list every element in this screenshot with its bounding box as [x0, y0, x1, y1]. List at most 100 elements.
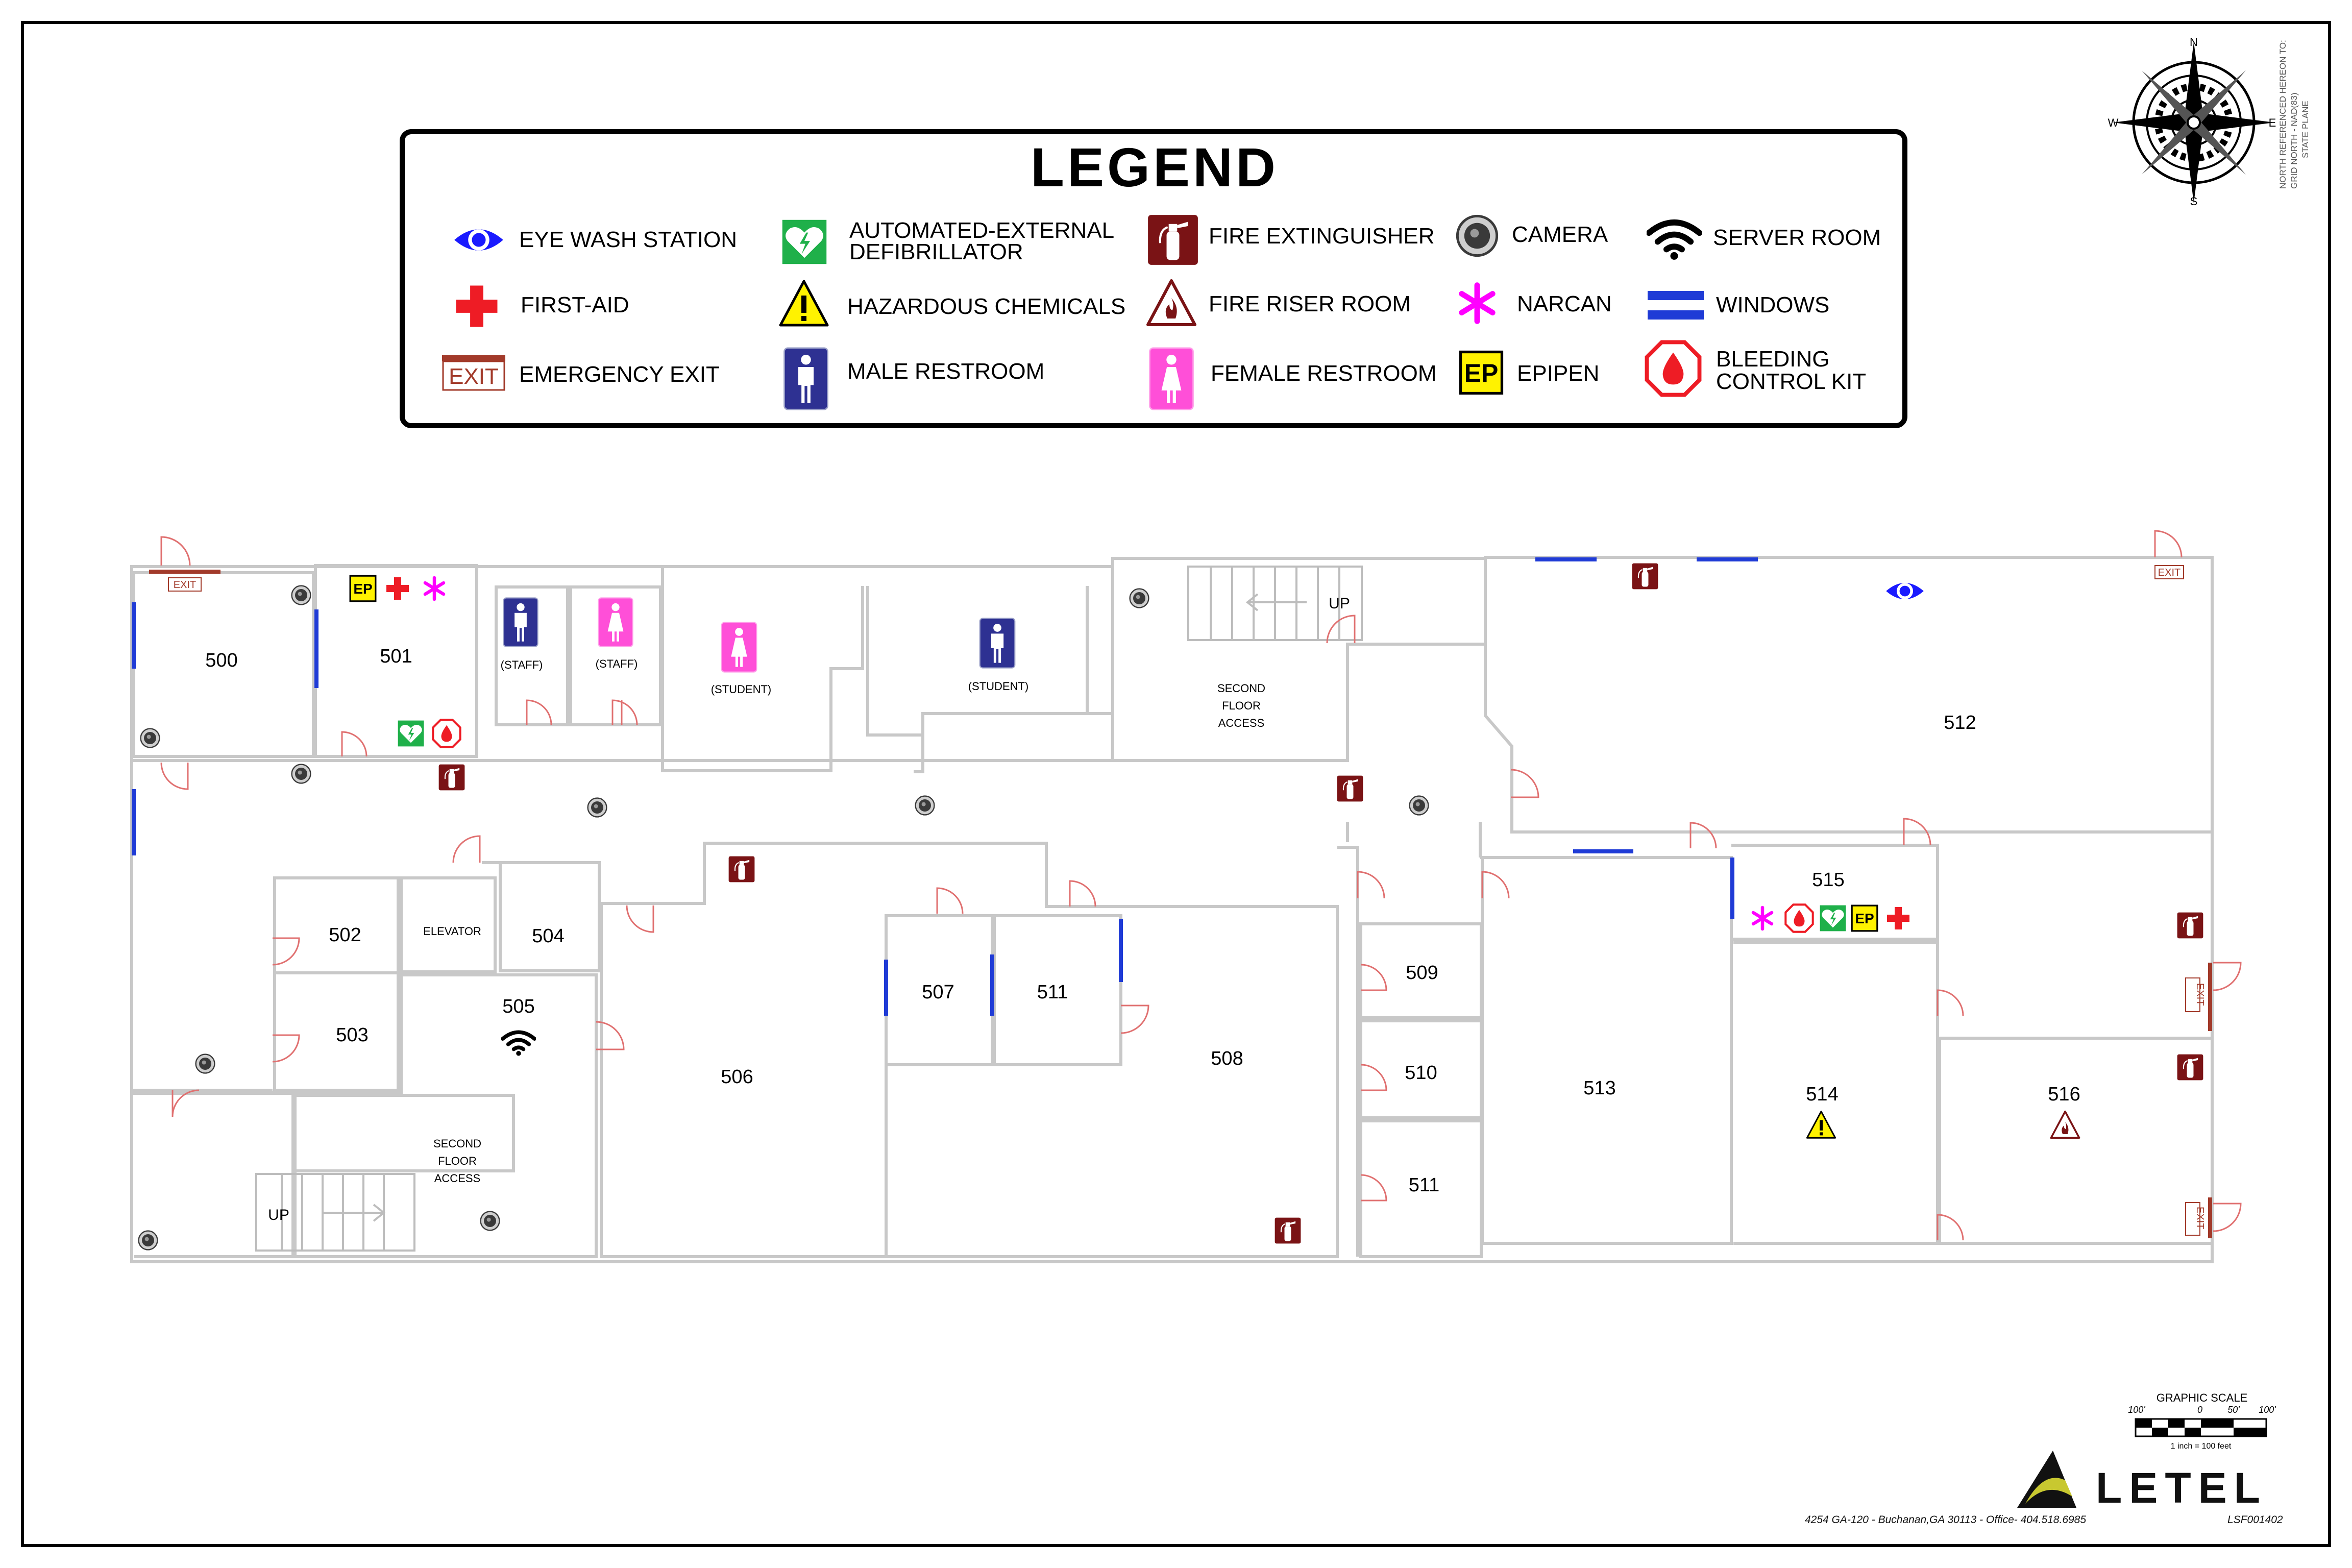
compass-note-2: GRID NORTH - NAD(83): [2289, 92, 2299, 189]
fire-extinguisher-icon: [438, 764, 465, 791]
legend-fire-extinguisher-label: FIRE EXTINGUISHER: [1209, 224, 1435, 249]
svg-text:EP: EP: [1464, 359, 1499, 387]
legend-box: [400, 129, 1907, 428]
room-511-mid-label: 511: [1037, 982, 1068, 1003]
room-512-walls: [1484, 557, 2212, 834]
svg-text:FLOOR: FLOOR: [1222, 699, 1261, 712]
aed-icon: [398, 720, 424, 747]
room-501-label: 501: [380, 646, 412, 667]
legend-title: LEGEND: [1031, 136, 1279, 198]
student-female-label: (STUDENT): [711, 683, 772, 696]
room-515-kit: EP: [1753, 904, 1909, 932]
elevator-shaft: [400, 876, 497, 973]
bleeding-control-icon: [1647, 342, 1699, 395]
svg-text:50': 50': [2227, 1405, 2240, 1415]
legend-eye-wash-label: EYE WASH STATION: [519, 227, 737, 252]
camera-icon: [291, 585, 311, 605]
exit-sign-icon: EXIT: [442, 355, 505, 391]
floor-plan: [130, 530, 2242, 1263]
svg-text:EXIT: EXIT: [2158, 567, 2180, 578]
student-male-label: (STUDENT): [968, 680, 1029, 693]
stairs-up-label-lower: UP: [268, 1207, 289, 1223]
stairs-lower: [255, 1173, 415, 1252]
room-512-label: 512: [1944, 712, 1976, 733]
stair-block-lower: [293, 1094, 515, 1172]
room-502-label: 502: [329, 924, 361, 946]
camera-icon: [291, 764, 311, 784]
room-516-walls: [1938, 1037, 2214, 1245]
aed-icon: [782, 219, 827, 264]
svg-text:EXIT: EXIT: [2194, 1207, 2206, 1229]
svg-text:EXIT: EXIT: [2194, 983, 2206, 1006]
fire-extinguisher-icon: [2176, 1054, 2204, 1081]
room-516-label: 516: [2048, 1084, 2080, 1105]
camera-icon: [1409, 795, 1429, 816]
camera-icon: [1457, 216, 1497, 255]
legend-bleeding-label-1: BLEEDING: [1716, 347, 1830, 372]
fire-extinguisher-icon: [1336, 775, 1364, 802]
legend-hazardous-label: HAZARDOUS CHEMICALS: [847, 294, 1125, 319]
fire-extinguisher-icon: [1148, 215, 1198, 265]
svg-text:SECOND: SECOND: [433, 1137, 481, 1150]
camera-icon: [1129, 588, 1149, 608]
stairs-up-label-upper: UP: [1329, 595, 1350, 612]
legend-camera-label: CAMERA: [1512, 222, 1608, 247]
svg-text:GRAPHIC SCALE: GRAPHIC SCALE: [2157, 1391, 2248, 1404]
camera-icon: [915, 795, 935, 816]
room-509-label: 509: [1406, 962, 1438, 984]
svg-text:EXIT: EXIT: [449, 364, 499, 389]
staff-female-restroom-icon: [598, 597, 633, 647]
legend-epipen-label: EPIPEN: [1517, 361, 1599, 386]
fire-extinguisher-icon: [2176, 912, 2204, 939]
svg-text:W: W: [2108, 116, 2119, 129]
legend-female-restroom-label: FEMALE RESTROOM: [1211, 361, 1437, 386]
room-500-label: 500: [205, 650, 237, 671]
drawing-number: LSF001402: [2227, 1514, 2283, 1526]
fire-extinguisher-icon: [728, 855, 755, 883]
svg-text:100': 100': [2128, 1405, 2145, 1415]
svg-text:SECOND: SECOND: [1217, 682, 1265, 695]
legend-narcan-label: NARCAN: [1517, 291, 1612, 316]
room-505-label: 505: [502, 996, 534, 1017]
bleeding-control-icon: [433, 720, 460, 747]
svg-text:EP: EP: [353, 581, 372, 597]
room-508-walls: [885, 846, 1359, 1257]
windows: [132, 557, 1758, 1016]
svg-text:ACCESS: ACCESS: [434, 1172, 480, 1185]
exit-sign-516: EXIT: [2185, 1197, 2212, 1238]
door-swings: [160, 530, 2242, 1241]
svg-text:EP: EP: [1855, 911, 1874, 926]
svg-text:1 inch = 100 feet: 1 inch = 100 feet: [2171, 1442, 2232, 1451]
staff-female-label: (STAFF): [596, 657, 638, 670]
exit-sign-500: EXIT: [149, 570, 220, 592]
svg-text:N: N: [2190, 36, 2198, 48]
window-icon: [1648, 291, 1704, 320]
stairs-upper: [1187, 566, 1363, 641]
room-sublabels: ELEVATOR (STAFF) (STAFF) (STUDENT) (STUD…: [268, 595, 1350, 1223]
legend-male-restroom-label: MALE RESTROOM: [847, 359, 1044, 384]
room-513-label: 513: [1583, 1077, 1615, 1099]
room-504-label: 504: [532, 925, 564, 947]
exit-sign-east: EXIT: [2185, 963, 2212, 1031]
exit-signs: EXIT EXIT EXIT EXIT: [149, 565, 2212, 1238]
svg-text:S: S: [2190, 195, 2198, 208]
exit-sign-512: EXIT: [2154, 565, 2184, 579]
camera-icon: [480, 1211, 500, 1231]
compass-note-3: STATE PLANE: [2300, 101, 2310, 158]
company-logo: LETEL: [2017, 1451, 2260, 1512]
epipen-icon: EP: [349, 575, 377, 602]
legend-bleeding-label-2: CONTROL KIT: [1716, 369, 1866, 394]
room-515-label: 515: [1812, 869, 1844, 891]
north-arrow-compass: N S E W NORTH REFERENCED HEREON TO: GRID…: [2108, 36, 2310, 208]
room-504: [499, 861, 601, 972]
svg-text:E: E: [2269, 116, 2276, 129]
svg-text:100': 100': [2259, 1405, 2276, 1415]
epipen-icon: EP: [1851, 904, 1878, 932]
epipen-icon: EP: [1461, 352, 1502, 394]
student-female-room: [661, 568, 864, 772]
staff-male-restroom-icon: [503, 597, 538, 647]
room-514-walls: [1733, 941, 1939, 1245]
room-507-label: 507: [922, 982, 954, 1003]
compass-note-1: NORTH REFERENCED HEREON TO:: [2278, 40, 2288, 189]
svg-text:0: 0: [2197, 1405, 2202, 1415]
